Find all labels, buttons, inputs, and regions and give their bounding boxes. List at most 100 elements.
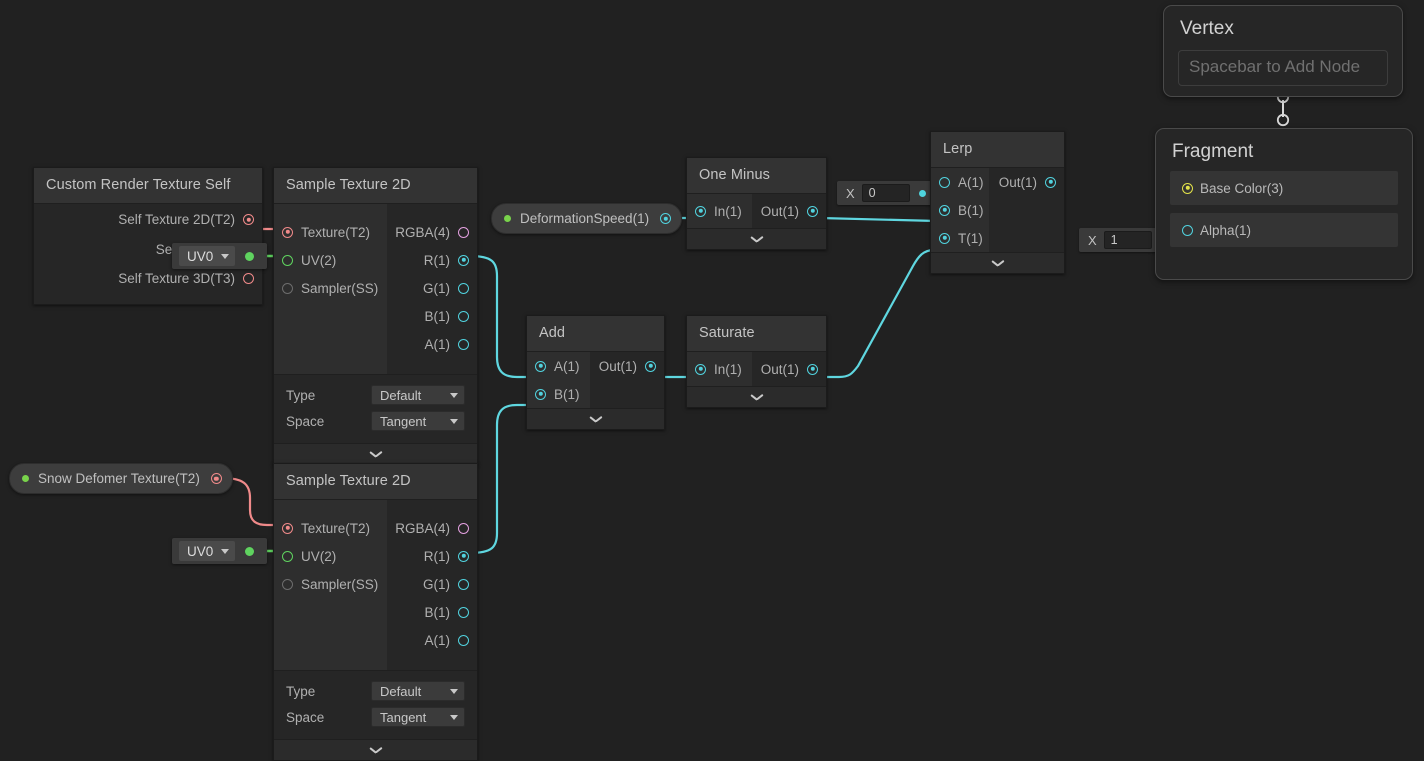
property-node-snow-deformer-texture[interactable]: Snow Defomer Texture(T2) [9, 463, 233, 494]
output-port-b[interactable]: B(1) [387, 598, 477, 626]
port-dot-vector1[interactable] [695, 205, 706, 217]
port-dot-texture2d[interactable] [282, 522, 293, 534]
port-dot-vector1[interactable] [458, 282, 469, 294]
port-dot-texture2d[interactable] [210, 473, 222, 484]
output-port-r[interactable]: R(1) [387, 542, 477, 570]
input-port-b[interactable]: B(1) [527, 380, 590, 408]
port-dot-vector1[interactable] [939, 232, 950, 244]
node-collapse-toggle[interactable] [274, 443, 477, 464]
port-dot-sampler[interactable] [282, 578, 293, 590]
output-port-out[interactable]: Out(1) [590, 352, 664, 380]
type-dropdown[interactable]: Default [371, 385, 465, 405]
output-port-a[interactable]: A(1) [387, 330, 477, 358]
port-dot-vector1[interactable] [458, 550, 469, 562]
port-dot-vector1[interactable] [458, 338, 469, 350]
port-dot-vector1[interactable] [458, 606, 469, 618]
port-dot-sampler[interactable] [282, 282, 293, 294]
port-dot-vector1[interactable] [535, 360, 546, 372]
inline-input-lerp-a[interactable]: X 0 [837, 181, 933, 205]
space-dropdown[interactable]: Tangent [371, 411, 465, 431]
node-collapse-toggle[interactable] [687, 386, 826, 407]
master-node-vertex[interactable]: Vertex Spacebar to Add Node [1163, 5, 1403, 97]
uv-dropdown[interactable]: UV0 [179, 246, 236, 266]
port-dot-vector1[interactable] [1045, 176, 1056, 188]
port-dot-vector1[interactable] [939, 204, 950, 216]
inline-output-dot[interactable] [918, 189, 926, 197]
port-dot-alpha[interactable] [1182, 224, 1193, 236]
input-port-in[interactable]: In(1) [687, 352, 752, 386]
uv-output-dot[interactable] [245, 546, 255, 556]
uv-output-dot[interactable] [245, 251, 255, 261]
uv-dropdown[interactable]: UV0 [179, 541, 236, 561]
node-collapse-toggle[interactable] [931, 252, 1064, 273]
port-dot-vector1[interactable] [695, 363, 706, 375]
port-dot-uv[interactable] [282, 550, 293, 562]
port-dot-vector1[interactable] [807, 205, 818, 217]
input-port-texture[interactable]: Texture(T2) [274, 514, 387, 542]
port-dot-vector1[interactable] [807, 363, 818, 375]
fragment-slot-alpha[interactable]: Alpha(1) [1170, 213, 1398, 247]
port-dot-texture2d[interactable] [243, 214, 254, 225]
port-dot-vector1[interactable] [645, 360, 656, 372]
node-custom-render-texture-self[interactable]: Custom Render Texture Self Self Texture … [33, 167, 263, 305]
input-port-a[interactable]: A(1) [527, 352, 590, 380]
uv-selector-crts[interactable]: UV0 [172, 243, 267, 269]
value-field[interactable]: 0 [861, 184, 910, 202]
input-port-texture[interactable]: Texture(T2) [274, 218, 387, 246]
input-port-b[interactable]: B(1) [931, 196, 989, 224]
master-node-fragment[interactable]: Fragment Base Color(3) Alpha(1) [1155, 128, 1413, 280]
output-port-g[interactable]: G(1) [387, 274, 477, 302]
node-one-minus[interactable]: One Minus In(1) Out(1) [686, 157, 827, 250]
type-dropdown[interactable]: Default [371, 681, 465, 701]
input-port-sampler[interactable]: Sampler(SS) [274, 570, 387, 598]
uv-selector-sample-bottom[interactable]: UV0 [172, 538, 267, 564]
node-add[interactable]: Add A(1) B(1) Out(1) [526, 315, 665, 430]
property-node-deformation-speed[interactable]: DeformationSpeed(1) [491, 203, 683, 234]
output-port-self-texture-3d[interactable]: Self Texture 3D(T3) [34, 263, 262, 294]
port-dot-vector1[interactable] [535, 388, 546, 400]
node-collapse-toggle[interactable] [687, 228, 826, 249]
fragment-slot-base-color[interactable]: Base Color(3) [1170, 171, 1398, 205]
output-port-self-texture-2d[interactable]: Self Texture 2D(T2) [34, 204, 262, 235]
output-port-r[interactable]: R(1) [387, 246, 477, 274]
output-port-out[interactable]: Out(1) [989, 168, 1064, 196]
output-port-a[interactable]: A(1) [387, 626, 477, 654]
node-lerp[interactable]: Lerp A(1) B(1) T(1) Out(1) [930, 131, 1065, 274]
port-dot-vector1[interactable] [458, 254, 469, 266]
output-port-rgba[interactable]: RGBA(4) [387, 218, 477, 246]
port-dot-vector4[interactable] [458, 522, 469, 534]
output-port-out[interactable]: Out(1) [752, 352, 826, 386]
value-field[interactable]: 1 [1103, 231, 1152, 249]
input-port-uv[interactable]: UV(2) [274, 542, 387, 570]
output-port-g[interactable]: G(1) [387, 570, 477, 598]
setting-type[interactable]: Type Default [286, 382, 465, 408]
port-dot-vector1[interactable] [660, 213, 672, 224]
port-dot-texture3d[interactable] [243, 273, 254, 284]
output-port-b[interactable]: B(1) [387, 302, 477, 330]
space-dropdown[interactable]: Tangent [371, 707, 465, 727]
node-saturate[interactable]: Saturate In(1) Out(1) [686, 315, 827, 408]
port-dot-vector1[interactable] [939, 176, 950, 188]
port-dot-texture2d[interactable] [282, 226, 293, 238]
port-dot-vector1[interactable] [458, 310, 469, 322]
input-port-sampler[interactable]: Sampler(SS) [274, 274, 387, 302]
node-collapse-toggle[interactable] [274, 739, 477, 760]
input-port-in[interactable]: In(1) [687, 194, 752, 228]
input-port-a[interactable]: A(1) [931, 168, 989, 196]
node-sample-texture-2d-top[interactable]: Sample Texture 2D Texture(T2) UV(2) Samp… [273, 167, 478, 465]
setting-space[interactable]: Space Tangent [286, 704, 465, 730]
port-dot-base-color[interactable] [1182, 182, 1193, 194]
node-sample-texture-2d-bottom[interactable]: Sample Texture 2D Texture(T2) UV(2) Samp… [273, 463, 478, 761]
output-port-rgba[interactable]: RGBA(4) [387, 514, 477, 542]
port-dot-vector1[interactable] [458, 578, 469, 590]
vertex-add-node-hint[interactable]: Spacebar to Add Node [1178, 50, 1388, 86]
port-dot-vector4[interactable] [458, 226, 469, 238]
setting-type[interactable]: Type Default [286, 678, 465, 704]
port-dot-vector1[interactable] [458, 634, 469, 646]
port-dot-uv[interactable] [282, 254, 293, 266]
input-port-t[interactable]: T(1) [931, 224, 989, 252]
setting-space[interactable]: Space Tangent [286, 408, 465, 434]
input-port-uv[interactable]: UV(2) [274, 246, 387, 274]
node-collapse-toggle[interactable] [527, 408, 664, 429]
